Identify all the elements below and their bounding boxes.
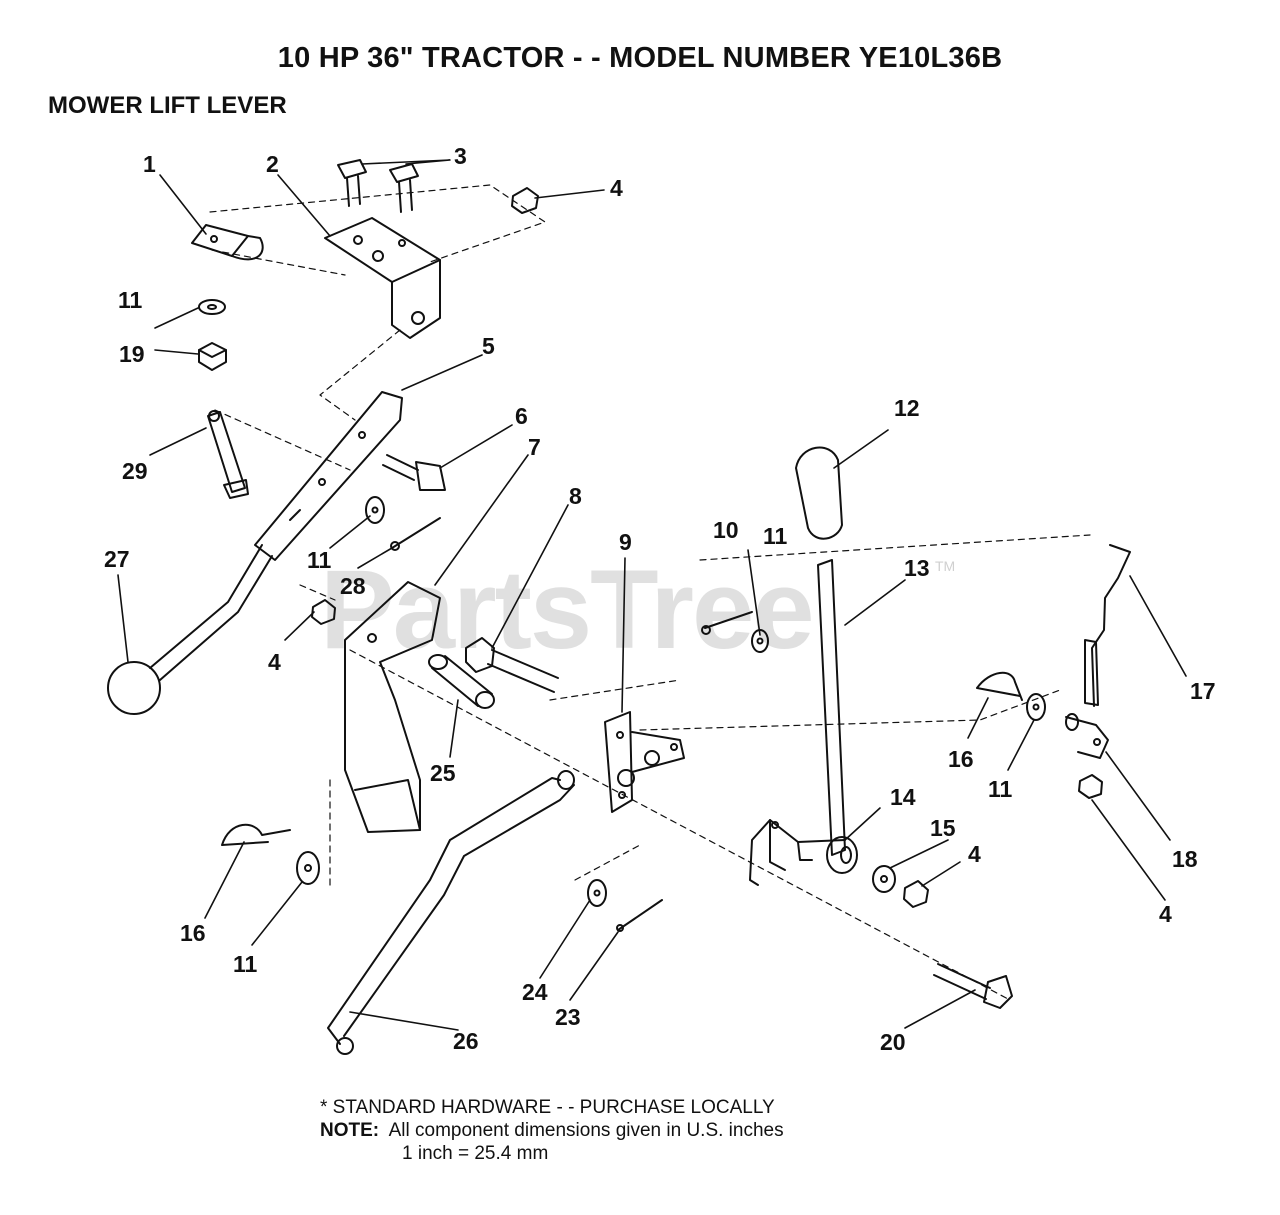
- callout-23: 23: [555, 1004, 581, 1030]
- part-23-cotter-pin: [616, 899, 663, 932]
- callout-29: 29: [122, 458, 148, 484]
- part-4-nuts: [311, 187, 1103, 908]
- part-14-bushing: [826, 836, 858, 874]
- callout-8: 8: [569, 483, 582, 509]
- callout-4: 4: [610, 175, 623, 201]
- callout-16: 16: [180, 920, 206, 946]
- callout-11: 11: [307, 547, 332, 573]
- callout-10: 10: [713, 517, 739, 543]
- callout-6: 6: [515, 403, 528, 429]
- callout-11: 11: [233, 951, 258, 977]
- part-29-link: [207, 410, 249, 499]
- page-title: 10 HP 36" TRACTOR - - MODEL NUMBER YE10L…: [277, 42, 1003, 74]
- callout-12: 12: [894, 395, 920, 421]
- callout-15: 15: [930, 815, 956, 841]
- part-3-bolts: [337, 159, 419, 213]
- callout-17: 17: [1190, 678, 1216, 704]
- callout-7: 7: [528, 434, 541, 460]
- part-1-clip: [191, 224, 264, 261]
- callout-18: 18: [1172, 846, 1198, 872]
- callout-5: 5: [482, 333, 495, 359]
- callout-14: 14: [890, 784, 916, 810]
- part-8-bolt: [465, 637, 559, 693]
- part-20-bolt: [933, 963, 1013, 1009]
- part-2-bracket: [324, 217, 441, 339]
- callout-numbers: 1 2 3 4 5 6 7 8 9 10 11 12 13 11 19 29 2…: [104, 143, 1216, 1055]
- callout-25: 25: [430, 760, 456, 786]
- part-17-rod: [1084, 544, 1131, 707]
- callout-leader-lines: [117, 159, 1187, 1031]
- part-9-plate: [604, 711, 685, 813]
- part-12-grip: [795, 446, 843, 540]
- section-heading: MOWER LIFT LEVER: [48, 92, 287, 119]
- callout-11: 11: [763, 523, 788, 549]
- callout-20: 20: [880, 1029, 906, 1055]
- watermark-trademark: TM: [935, 558, 956, 574]
- callout-16: 16: [948, 746, 974, 772]
- callout-27: 27: [104, 546, 130, 572]
- part-27-knob: [107, 544, 273, 715]
- callout-1: 1: [143, 151, 156, 177]
- part-16-hairpins: [221, 672, 1023, 846]
- callout-3: 3: [454, 143, 467, 169]
- callout-11: 11: [118, 287, 143, 313]
- watermark-logo: PartsTree: [320, 547, 815, 672]
- callout-26: 26: [453, 1028, 479, 1054]
- callout-4: 4: [1159, 901, 1172, 927]
- part-15-washer: [872, 865, 896, 893]
- note-label: NOTE:: [320, 1120, 380, 1141]
- callout-9: 9: [619, 529, 632, 555]
- standard-hardware-note: * STANDARD HARDWARE - - PURCHASE LOCALLY: [320, 1097, 775, 1118]
- part-28-cotter-pin: [390, 517, 441, 551]
- callout-11: 11: [988, 776, 1013, 802]
- callout-4: 4: [268, 649, 281, 675]
- part-10-pin: [701, 611, 753, 635]
- assembly-guide-lines: [209, 184, 1091, 1001]
- part-6-bolt: [382, 454, 446, 491]
- part-19-nut: [198, 342, 227, 371]
- note-text: All component dimensions given in U.S. i…: [388, 1120, 784, 1141]
- part-26-rod: [327, 770, 575, 1055]
- part-5-lift-arm: [254, 391, 403, 561]
- callout-28: 28: [340, 573, 366, 599]
- part-7-cam-plate: [344, 581, 441, 833]
- part-11-washers: [198, 299, 1046, 907]
- callout-2: 2: [266, 151, 279, 177]
- callout-19: 19: [119, 341, 145, 367]
- part-25-spacer: [428, 654, 495, 709]
- callout-4: 4: [968, 841, 981, 867]
- callout-13: 13: [904, 555, 930, 581]
- callout-24: 24: [522, 979, 548, 1005]
- footer-notes: * STANDARD HARDWARE - - PURCHASE LOCALLY…: [320, 1096, 784, 1165]
- dimensions-note: NOTE: All component dimensions given in …: [320, 1119, 784, 1142]
- conversion-note: 1 inch = 25.4 mm: [402, 1143, 549, 1164]
- part-18-ferrule: [1065, 713, 1109, 759]
- part-13-lever: [749, 559, 846, 886]
